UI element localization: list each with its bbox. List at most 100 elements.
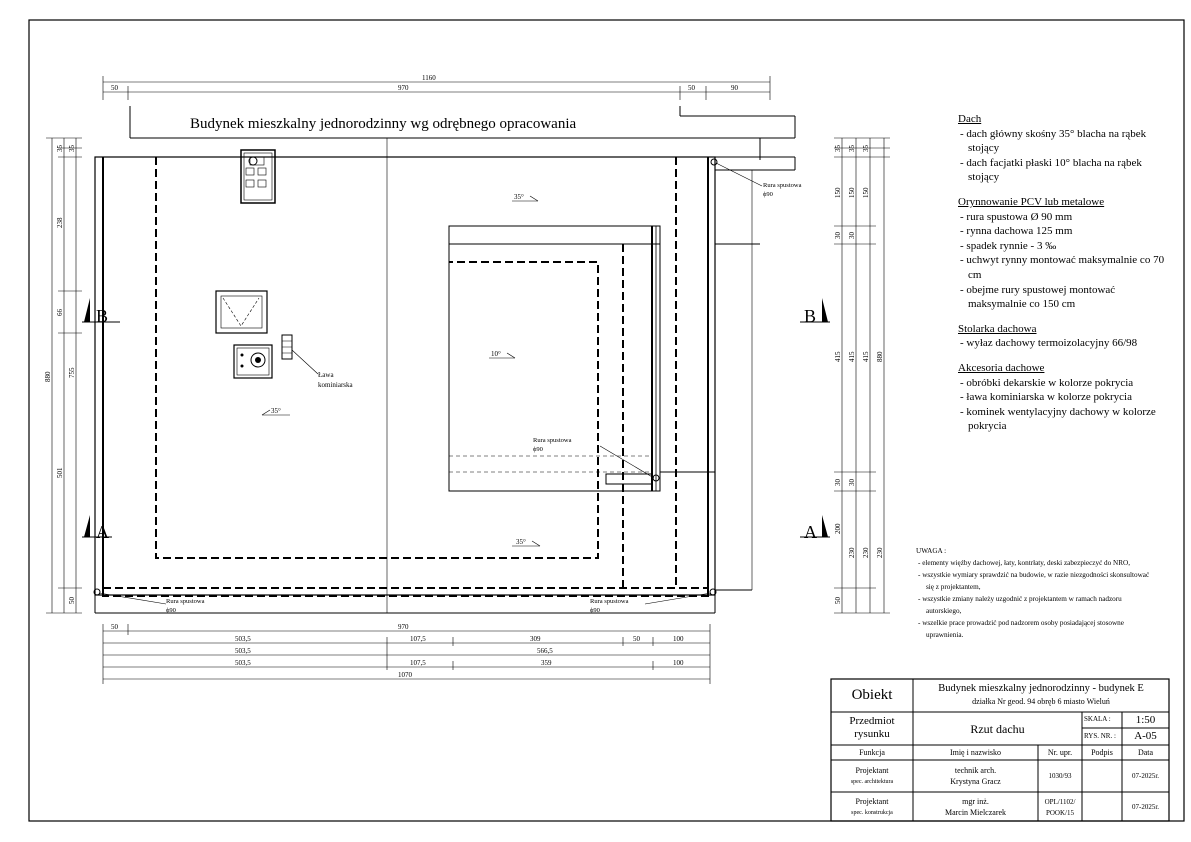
tb-obiekt-location: działka Nr geod. 94 obręb 6 miasto Wielu… — [972, 697, 1110, 706]
tb-row1-name2: Krystyna Gracz — [950, 777, 1001, 786]
notes-stolarka-1: - wyłaz dachowy termoizolacyjny 66/98 — [960, 337, 1138, 350]
notes-rynny-4: - uchwyt rynny montować maksymalnie co 7… — [960, 254, 1165, 281]
tb-col-podpis: Podpis — [1091, 748, 1113, 757]
downpipe-label-tr: Rura spustowa — [763, 182, 802, 189]
dim-r-30d: 30 — [848, 479, 856, 487]
dim-r-35c: 35 — [862, 145, 870, 153]
dim-l-50: 50 — [68, 597, 76, 605]
dim-top-50b: 50 — [688, 84, 696, 92]
dim-l-66: 66 — [56, 309, 64, 317]
notes-akcesoria-1: - obróbki dekarskie w kolorze pokrycia — [960, 376, 1134, 389]
section-markers: B B A A — [82, 298, 830, 542]
uwaga-item-4: - wszelkie prace prowadzić pod nadzorem … — [918, 619, 1124, 639]
uwaga-item-2: - wszystkie wymiary sprawdzić na budowie… — [918, 571, 1150, 591]
ladder-label: Ława — [318, 371, 334, 379]
dim-top-970: 970 — [398, 84, 409, 92]
dim-top-50a: 50 — [111, 84, 119, 92]
right-dimensions: 35 35 35 150 150 150 30 30 415 415 415 8… — [834, 137, 890, 614]
tb-przedmiot: Rzut dachu — [970, 722, 1025, 736]
downpipe-label-bl: Rura spustowa — [166, 598, 205, 605]
dim-b-r2-e: 100 — [673, 635, 684, 643]
downpipes: Rura spustowa ϕ90 Rura spustowa ϕ90 Rura… — [93, 158, 802, 614]
dim-l-35a: 35 — [56, 145, 64, 153]
downpipe-label-mid: Rura spustowa — [533, 437, 572, 444]
tb-skala-label: SKALA : — [1084, 715, 1111, 723]
tb-row2-nr1: OPL/1102/ — [1044, 798, 1076, 806]
tb-col-funkcja: Funkcja — [859, 748, 885, 757]
dim-b-r2-a: 503,5 — [235, 635, 251, 643]
dim-l-755: 755 — [68, 367, 76, 378]
tb-rys: A-05 — [1134, 730, 1157, 742]
dim-l-238: 238 — [56, 217, 64, 228]
dim-b-r2-d: 50 — [633, 635, 641, 643]
dim-r-880: 880 — [876, 351, 884, 362]
dim-r-150c: 150 — [862, 187, 870, 198]
slope-10: 10° — [491, 350, 501, 358]
existing-building: Budynek mieszkalny jednorodzinny wg odrę… — [129, 106, 796, 139]
uwaga-title: UWAGA : — [916, 547, 947, 555]
tb-rys-label: RYS. NR. : — [1084, 732, 1116, 740]
dim-r-415c: 415 — [862, 351, 870, 362]
left-dimensions: 35 35 238 66 755 880 501 50 — [44, 137, 82, 614]
dim-r-230a: 230 — [848, 547, 856, 558]
dim-r-150b: 150 — [848, 187, 856, 198]
dim-top-total: 1160 — [422, 74, 436, 82]
dim-b-r2-c: 309 — [530, 635, 541, 643]
dim-b-r4-d: 100 — [673, 659, 684, 667]
tb-col-data: Data — [1137, 748, 1154, 757]
bottom-dimensions: 50 970 503,5 107,5 309 50 100 503,5 566,… — [102, 623, 711, 684]
slope-35-bottom: 35° — [516, 538, 526, 546]
dim-r-230c: 230 — [876, 547, 884, 558]
notes-rynny-3: - spadek rynnie - 3 ‰ — [960, 239, 1057, 252]
dormer — [448, 225, 661, 492]
ventilation-cap — [233, 344, 273, 379]
tb-row2-name1: mgr inż. — [962, 797, 989, 806]
dim-r-30b: 30 — [848, 232, 856, 240]
downpipe-dia-bl: ϕ90 — [166, 607, 176, 614]
downpipe-label-br: Rura spustowa — [590, 598, 629, 605]
notes-dach-2: - dach facjatki płaski 10° blacha na rąb… — [960, 156, 1142, 184]
section-a-left: A — [96, 522, 109, 542]
notes-rynny-heading: Orynnowanie PCV lub metalowe — [958, 195, 1105, 208]
dim-b-r2-b: 107,5 — [410, 635, 426, 643]
chimney — [240, 149, 276, 204]
dim-r-35b: 35 — [848, 145, 856, 153]
notes-dach-heading: Dach — [958, 113, 982, 125]
sheet-frame — [28, 19, 1185, 822]
ladder-label-2: kominiarska — [318, 381, 353, 389]
dim-b-r4-a: 503,5 — [235, 659, 251, 667]
dim-r-30a: 30 — [834, 232, 842, 240]
dim-r-230b: 230 — [862, 547, 870, 558]
notes-akcesoria-3: - kominek wentylacyjny dachowy w kolorze… — [960, 405, 1156, 433]
dim-r-150a: 150 — [834, 187, 842, 198]
uwaga-item-1: - elementy więźby dachowej, łaty, kontrł… — [918, 559, 1131, 567]
tb-row2-spec: spec. konstrukcja — [851, 810, 893, 816]
tb-obiekt-name: Budynek mieszkalny jednorodzinny - budyn… — [938, 683, 1144, 694]
tb-row2-data: 07-2025r. — [1131, 803, 1160, 811]
roof-hatch — [215, 290, 268, 334]
dim-l-880: 880 — [44, 371, 52, 382]
downpipe-dia-tr: ϕ90 — [763, 191, 773, 198]
main-roof — [94, 138, 796, 614]
notes-rynny-1: - rura spustowa Ø 90 mm — [960, 210, 1073, 223]
tb-col-imie: Imię i nazwisko — [949, 748, 1002, 757]
slope-markers: 35° 10° 35° 35° — [261, 193, 541, 547]
dim-l-501: 501 — [56, 467, 64, 478]
dim-r-415b: 415 — [848, 351, 856, 362]
top-dimensions: 1160 50 970 50 90 — [102, 74, 771, 100]
dim-r-35a: 35 — [834, 145, 842, 153]
dim-b-r1-50: 50 — [111, 623, 119, 631]
uwaga-item-3: - wszystkie zmiany należy uzgodnić z pro… — [918, 595, 1122, 615]
slope-35-left: 35° — [271, 407, 281, 415]
tb-obiekt-label: Obiekt — [851, 687, 893, 703]
slope-35-top: 35° — [514, 193, 524, 201]
tb-row2-name2: Marcin Mielczarek — [944, 808, 1007, 817]
dim-top-90: 90 — [731, 84, 739, 92]
dim-l-35b: 35 — [68, 145, 76, 153]
notes-rynny-2: - rynna dachowa 125 mm — [960, 225, 1073, 238]
downpipe-dia-mid: ϕ90 — [533, 446, 543, 453]
warning-notes: UWAGA : - elementy więźby dachowej, łaty… — [916, 545, 1156, 641]
dim-r-200: 200 — [834, 523, 842, 534]
dim-b-r1-970: 970 — [398, 623, 409, 631]
